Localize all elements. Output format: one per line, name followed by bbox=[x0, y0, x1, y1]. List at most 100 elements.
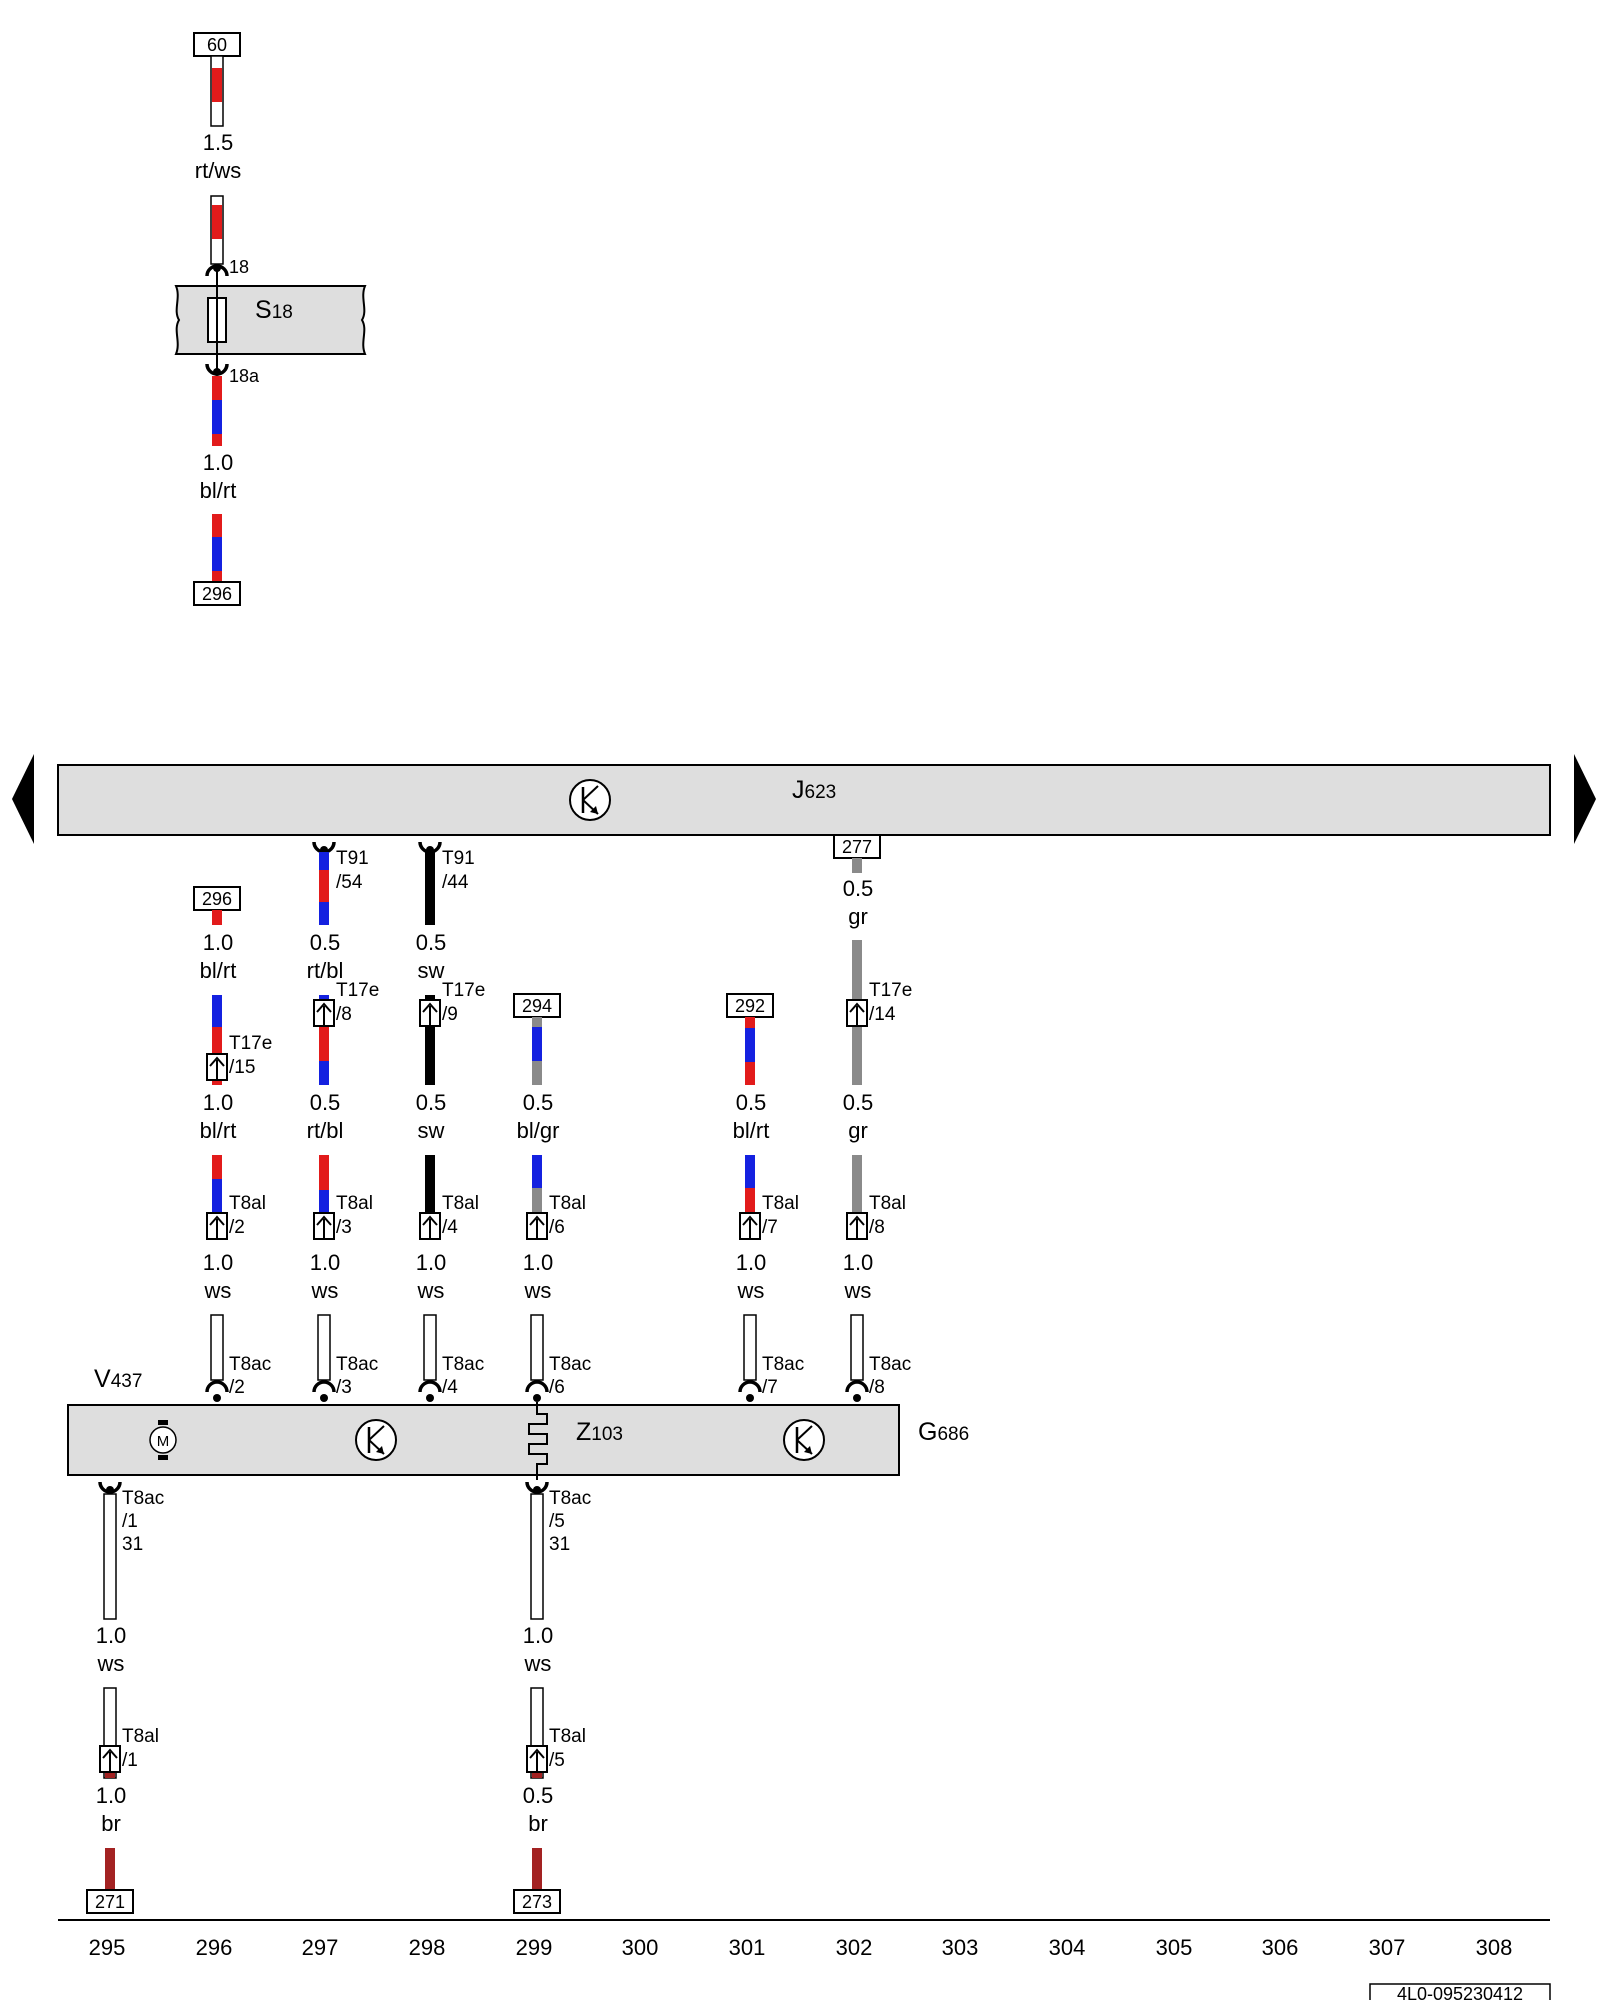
wire-color: bl/rt bbox=[733, 1118, 770, 1143]
wire-gr bbox=[852, 1155, 862, 1225]
connector-label: T8al bbox=[762, 1193, 799, 1214]
column-number: 305 bbox=[1156, 1935, 1193, 1960]
wire-rt-bl bbox=[319, 852, 329, 925]
connector-t8al-4 bbox=[419, 1212, 441, 1240]
wire-bl-rt bbox=[212, 995, 222, 1085]
ref-296-top: 296 bbox=[202, 584, 232, 604]
column-number: 303 bbox=[942, 1935, 979, 1960]
wire-gauge: 0.5 bbox=[523, 1090, 554, 1115]
wire-bl-rt-top-2 bbox=[212, 514, 222, 582]
wire-gauge: 1.0 bbox=[203, 930, 234, 955]
wire-bl-rt bbox=[212, 1155, 222, 1225]
wire-rt-bl bbox=[319, 1155, 329, 1225]
connector-pin: /7 bbox=[762, 1217, 778, 1238]
ecu-label: J623 bbox=[792, 776, 836, 804]
terminal-18a: 18a bbox=[229, 366, 260, 386]
wire-color: ws bbox=[524, 1278, 552, 1303]
connector-t17e-8 bbox=[313, 999, 335, 1027]
fuse-holder-s18 bbox=[174, 268, 367, 372]
column-number: 306 bbox=[1262, 1935, 1299, 1960]
ref-296: 296 bbox=[202, 889, 232, 909]
wire-color: bl/rt bbox=[200, 1118, 237, 1143]
wire-gauge: 1.0 bbox=[96, 1623, 127, 1648]
wire-color: rt/bl bbox=[307, 958, 344, 983]
wire-gauge: 1.0 bbox=[203, 1250, 234, 1275]
column-number: 299 bbox=[516, 1935, 553, 1960]
connector-pin: /4 bbox=[442, 1217, 458, 1238]
connector-pin: /15 bbox=[229, 1057, 255, 1078]
wire-gauge: 0.5 bbox=[310, 1090, 341, 1115]
wire-color: ws bbox=[737, 1278, 765, 1303]
connector-label: T8al bbox=[336, 1193, 373, 1214]
arrow-left-icon[interactable] bbox=[12, 754, 34, 844]
wire-ws-bundle bbox=[210, 1314, 864, 1381]
wire-color: ws bbox=[844, 1278, 872, 1303]
wire-color: ws bbox=[97, 1651, 125, 1676]
wire-gauge: 1.0 bbox=[523, 1623, 554, 1648]
wire-color: rt/ws bbox=[195, 158, 241, 183]
column-numbers: 295 296 297 298 299 300 301 302 303 304 … bbox=[89, 1935, 1513, 1960]
wire-color: sw bbox=[418, 1118, 445, 1143]
connector-label: T8al bbox=[229, 1193, 266, 1214]
connector-t8al-6 bbox=[526, 1212, 548, 1240]
connector-pin: /8 bbox=[869, 1217, 885, 1238]
wire-gauge: 0.5 bbox=[843, 1090, 874, 1115]
wire-gauge: 1.0 bbox=[416, 1250, 447, 1275]
terminal-arcs-t8ac bbox=[205, 1380, 869, 1393]
connector-pin: /3 bbox=[336, 1377, 352, 1398]
wire-br bbox=[105, 1848, 115, 1890]
footer-code: 4L0-095230412 bbox=[1397, 1984, 1523, 2000]
wire-gauge: 1.0 bbox=[736, 1250, 767, 1275]
connector-pin: /6 bbox=[549, 1217, 565, 1238]
wire-rt-ws-1 bbox=[210, 55, 224, 127]
wire-gauge: 0.5 bbox=[416, 1090, 447, 1115]
wire-color: ws bbox=[204, 1278, 232, 1303]
ref-box-273 bbox=[513, 1889, 561, 1914]
column-number: 302 bbox=[836, 1935, 873, 1960]
footer-code-box bbox=[1369, 1983, 1551, 2000]
connector-pin: /54 bbox=[336, 872, 363, 893]
ground-terminal: 31 bbox=[122, 1534, 143, 1555]
wire-color: br bbox=[528, 1811, 548, 1836]
connector-t8al-2 bbox=[206, 1212, 228, 1240]
connector-label: T17e bbox=[336, 980, 379, 1001]
connector-pin: /14 bbox=[869, 1004, 896, 1025]
column-number: 301 bbox=[729, 1935, 766, 1960]
wire-color: bl/gr bbox=[517, 1118, 560, 1143]
connector-pin: /1 bbox=[122, 1511, 138, 1532]
connector-label: T8ac bbox=[122, 1488, 164, 1509]
wire-color: bl/rt bbox=[200, 958, 237, 983]
wire-color: ws bbox=[417, 1278, 445, 1303]
ref-294: 294 bbox=[522, 996, 552, 1016]
column-number: 298 bbox=[409, 1935, 446, 1960]
column-number: 296 bbox=[196, 1935, 233, 1960]
transistor-icon bbox=[783, 1419, 825, 1461]
ref-box-296-top bbox=[193, 581, 241, 606]
ref-273: 273 bbox=[522, 1892, 552, 1912]
connector-pin: /6 bbox=[549, 1377, 565, 1398]
wire-rt-ws-2 bbox=[210, 195, 224, 265]
wire-sw bbox=[425, 852, 435, 925]
wire-br bbox=[532, 1848, 542, 1890]
component-label-g686: G686 bbox=[918, 1418, 969, 1446]
connector-t17e-15 bbox=[206, 1053, 228, 1081]
connector-label: T8ac bbox=[229, 1354, 271, 1375]
connector-pin: /44 bbox=[442, 872, 469, 893]
wire-gauge: 1.0 bbox=[310, 1250, 341, 1275]
wire-bl-rt-top bbox=[212, 376, 222, 446]
connector-pin: /8 bbox=[869, 1377, 885, 1398]
arrow-right-icon[interactable] bbox=[1574, 754, 1596, 844]
connector-pin: /5 bbox=[549, 1511, 565, 1532]
wire-gauge: 0.5 bbox=[416, 930, 447, 955]
column-number: 300 bbox=[622, 1935, 659, 1960]
wire-color: sw bbox=[418, 958, 445, 983]
terminal-arcs-bottom bbox=[98, 1481, 549, 1494]
component-label-v437: V437 bbox=[94, 1365, 142, 1393]
ref-277: 277 bbox=[842, 837, 872, 857]
ref-box-271 bbox=[86, 1889, 134, 1914]
wire-sw bbox=[425, 995, 435, 1085]
connector-label: T8ac bbox=[762, 1354, 804, 1375]
connector-label: T8al bbox=[122, 1726, 159, 1747]
wire-color: bl/rt bbox=[200, 478, 237, 503]
connector-label: T17e bbox=[229, 1033, 272, 1054]
